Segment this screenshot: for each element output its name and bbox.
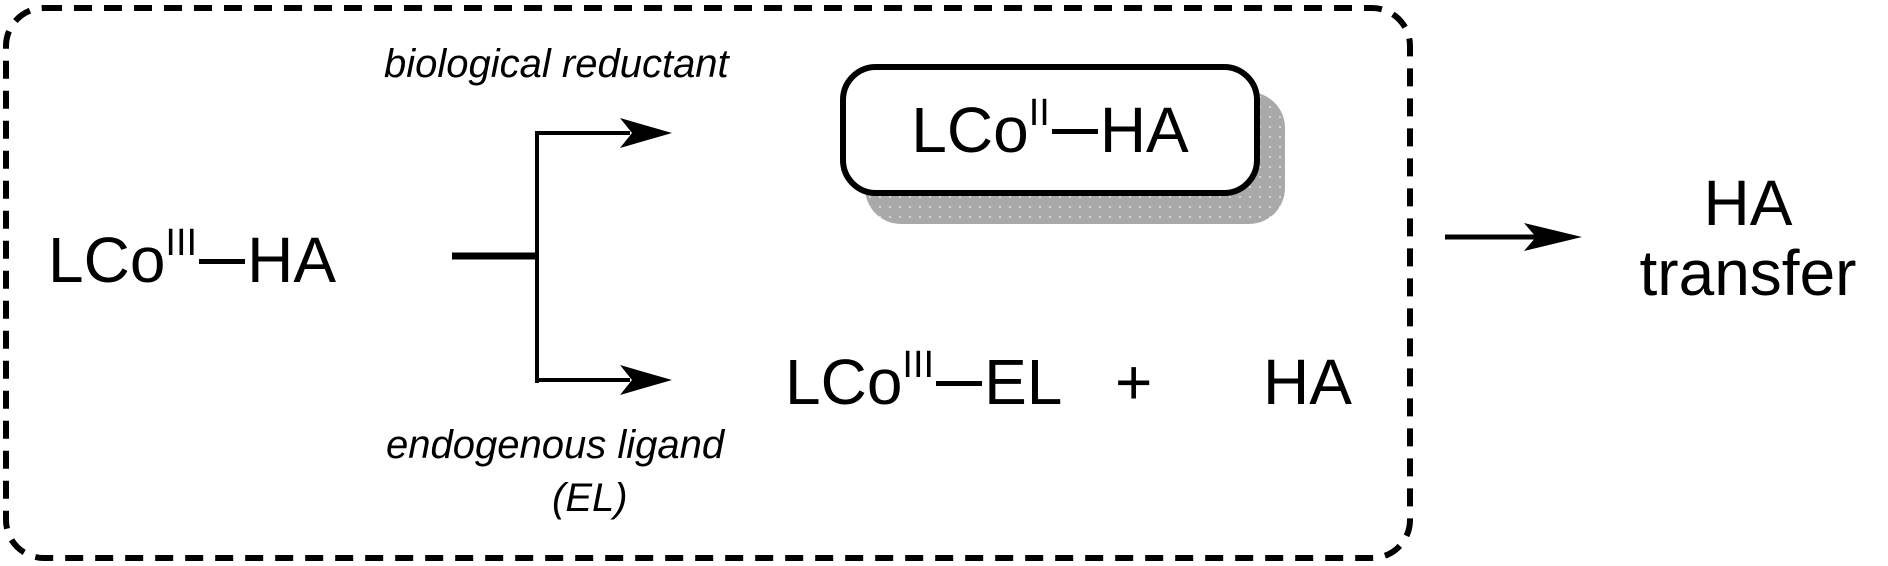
reactant-ligand: HA [247,224,336,296]
lower-product-prefix: LCo [785,346,903,418]
lower-product-oxidation-state: III [902,344,935,386]
outcome-arrow-head [1524,223,1582,251]
highlighted-product-box: LCoII HA [840,64,1260,196]
outcome: HA transfer [1628,168,1868,309]
reactant-prefix: LCo [48,224,166,296]
bond-line [199,258,246,264]
upper-arrow-head [620,118,672,148]
lower-product-ligand: EL [984,346,1063,418]
reactant-oxidation-state: III [165,222,198,264]
lower-path-label-abbrev: (EL) [552,476,628,520]
upper-product-ligand: HA [1099,94,1189,166]
plus-sign: + [1115,346,1153,418]
upper-path-label: biological reductant [384,42,729,86]
bond-line [936,380,983,386]
bond-line [1051,128,1098,134]
upper-product-oxidation-state: II [1028,92,1050,134]
outcome-line1: HA [1703,167,1793,239]
released-ha: HA [1263,346,1352,418]
lower-path-label: endogenous ligand [386,423,725,467]
outcome-line2: transfer [1639,237,1857,310]
upper-product-prefix: LCo [911,94,1029,166]
lower-arrow-head [620,365,672,395]
dashed-frame [3,5,1413,561]
